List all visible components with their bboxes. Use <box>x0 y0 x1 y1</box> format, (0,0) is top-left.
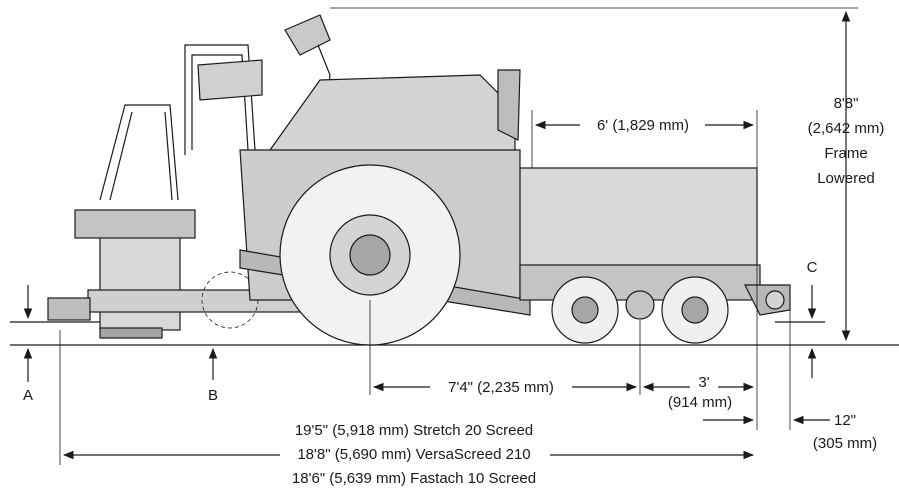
bogie-wheel-front-hub <box>681 296 709 324</box>
marker-a-label: A <box>23 387 33 404</box>
axle-spacing-label-line2: (914 mm) <box>668 394 732 411</box>
exhaust-stack <box>497 69 521 141</box>
height-label-line4: Lowered <box>817 170 875 187</box>
marker-c-label: C <box>807 259 818 276</box>
operator-seat <box>197 59 263 101</box>
drive-wheel-center <box>349 234 391 276</box>
hitch-overhang-label-line2: (305 mm) <box>813 435 877 452</box>
hopper <box>514 167 758 269</box>
overall-length-label-line1: 19'5" (5,918 mm) Stretch 20 Screed <box>295 422 533 439</box>
rear-handrail <box>99 104 179 201</box>
overall-length-label-line3: 18'6" (5,639 mm) Fastach 10 Screed <box>292 470 536 487</box>
bogie-pivot <box>625 290 655 320</box>
dimension-lines <box>23 10 851 465</box>
rear-handrail-inner <box>109 111 173 201</box>
operator-rail <box>184 44 256 155</box>
axle-spacing-label-line1: 3' <box>698 374 709 391</box>
hitch-overhang-label-line1: 12" <box>834 412 856 429</box>
hopper-length-label: 6' (1,829 mm) <box>597 117 689 134</box>
steering-console <box>284 14 331 56</box>
height-label-line2: (2,642 mm) <box>808 120 885 137</box>
height-label-line1: 8'8" <box>834 95 859 112</box>
reference-lines <box>10 7 899 346</box>
height-label-line3: Frame <box>824 145 867 162</box>
marker-b-label: B <box>208 387 218 404</box>
overall-length-label-line2: 18'8" (5,690 mm) VersaScreed 210 <box>297 446 530 463</box>
screed-plate <box>99 327 163 339</box>
push-roller <box>765 290 785 310</box>
paver-illustration <box>47 14 791 346</box>
screed-top <box>74 209 196 239</box>
operator-rail-inner <box>191 54 249 151</box>
screed-end <box>47 297 91 321</box>
bogie-wheel-rear-hub <box>571 296 599 324</box>
wheelbase-label: 7'4" (2,235 mm) <box>448 379 554 396</box>
dimension-labels: 8'8" (2,642 mm) Frame Lowered 6' (1,829 … <box>23 95 884 487</box>
